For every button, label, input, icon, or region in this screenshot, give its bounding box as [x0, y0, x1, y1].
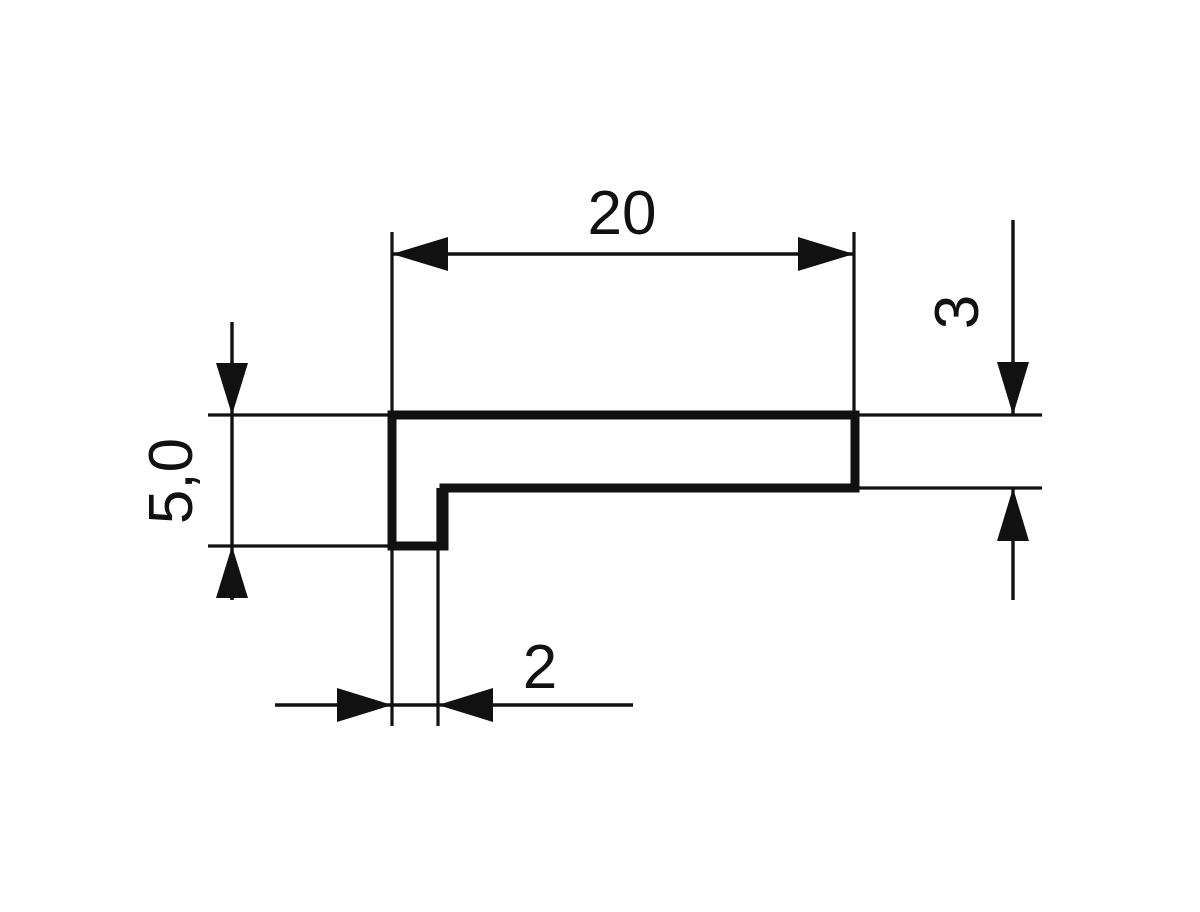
dimension-label-2: 2	[523, 633, 557, 702]
dimension-width-leg: 2	[275, 633, 633, 722]
dimension-label-50: 5,0	[137, 438, 206, 524]
dimension-thickness-top: 3	[923, 220, 1029, 600]
arrowhead-2-left	[337, 688, 392, 722]
arrowhead-2-right	[438, 688, 493, 722]
arrowhead-3-bottom	[997, 488, 1029, 541]
dimension-label-20: 20	[588, 179, 657, 248]
dimension-width-overall: 20	[392, 179, 854, 271]
arrowhead-20-left	[392, 237, 448, 271]
dimension-height-overall: 5,0	[137, 322, 248, 600]
profile-outline	[387, 410, 860, 551]
arrowhead-20-right	[798, 237, 854, 271]
extension-lines-group	[208, 232, 1042, 726]
dimension-label-3: 3	[923, 295, 992, 329]
arrowhead-50-top	[216, 363, 248, 415]
arrowhead-50-bottom	[216, 546, 248, 598]
arrowhead-3-top	[997, 362, 1029, 415]
